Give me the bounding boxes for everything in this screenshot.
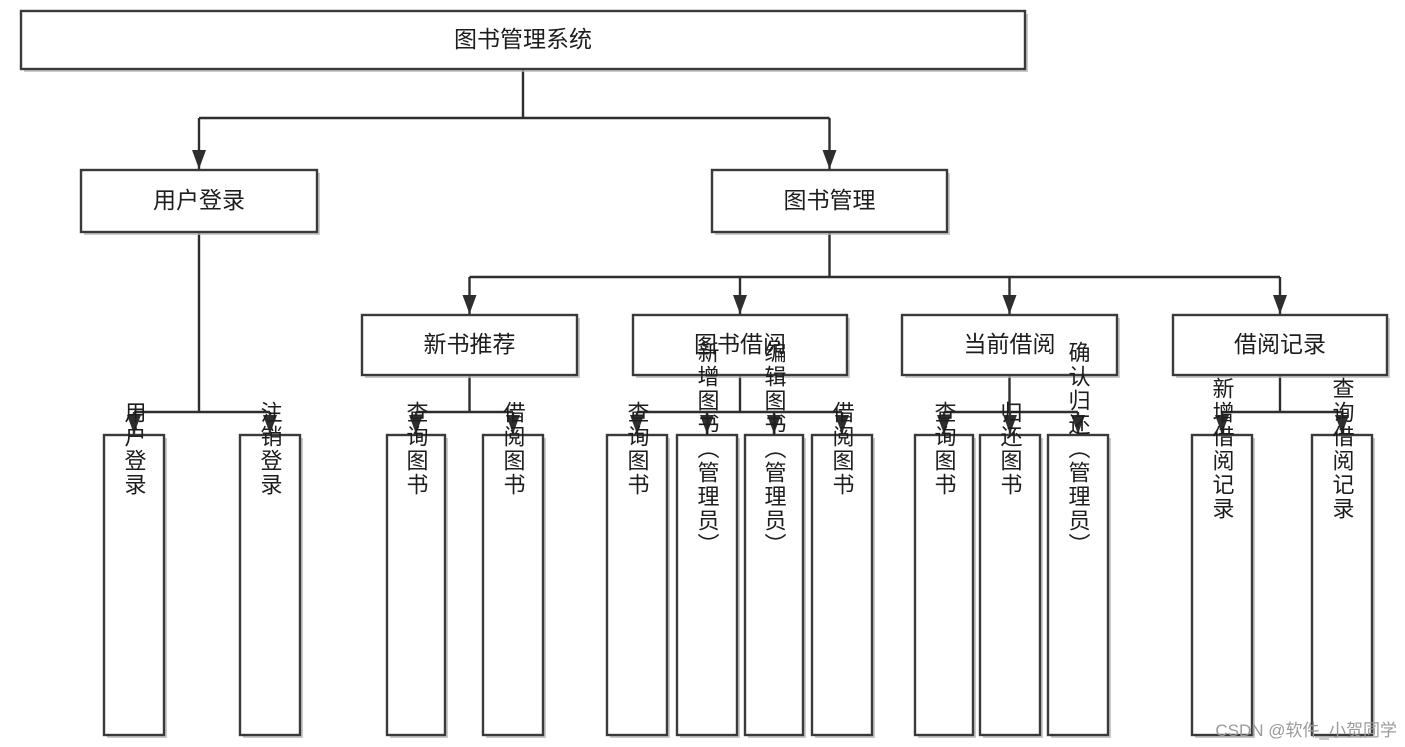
arrow-head-icon <box>630 415 644 434</box>
node-leaf-add-record[interactable]: 新增借阅记录 <box>1190 377 1255 738</box>
node-book-manage-rect[interactable] <box>710 168 949 234</box>
node-leaf-user-logout-label: 注销登录 <box>258 401 283 497</box>
node-leaf-return-book-label: 归还图书 <box>998 401 1023 497</box>
node-leaf-confirm-return[interactable]: 确认归还（管理员） <box>1046 341 1111 738</box>
node-leaf-borrow-book-2-label: 借阅图书 <box>830 401 855 497</box>
node-leaf-borrow-book-2[interactable]: 借阅图书 <box>810 401 875 738</box>
node-leaf-query-book-3-label: 查询图书 <box>932 401 957 497</box>
node-borrow-record-rect[interactable] <box>1171 313 1389 377</box>
node-leaf-query-record-label: 查询借阅记录 <box>1330 377 1355 521</box>
node-leaf-user-logout[interactable]: 注销登录 <box>238 401 303 738</box>
node-leaf-edit-book[interactable]: 编辑图书（管理员） <box>743 341 806 738</box>
node-leaf-borrow-book-2-rect[interactable] <box>810 433 874 737</box>
arrow-head-icon <box>700 415 714 434</box>
arrow-head-icon <box>263 415 277 434</box>
node-leaf-confirm-return-rect[interactable] <box>1046 433 1110 737</box>
node-root-system[interactable]: 图书管理系统 <box>19 9 1028 72</box>
node-new-book-recommend-label: 新书推荐 <box>424 331 516 357</box>
arrow-head-icon <box>767 415 781 434</box>
node-leaf-query-book-3[interactable]: 查询图书 <box>913 401 976 738</box>
node-leaf-query-record-rect[interactable] <box>1310 433 1374 737</box>
node-leaf-return-book-rect[interactable] <box>978 433 1042 737</box>
node-leaf-borrow-book-1-rect[interactable] <box>481 433 545 737</box>
node-leaf-add-book-rect[interactable] <box>675 433 739 737</box>
arrow-head-icon <box>192 150 206 169</box>
node-user-login[interactable]: 用户登录 <box>79 168 320 235</box>
node-new-book-recommend[interactable]: 新书推荐 <box>360 313 580 378</box>
arrow-head-icon <box>462 295 477 314</box>
node-leaf-return-book[interactable]: 归还图书 <box>978 401 1043 738</box>
node-layer: 图书管理系统用户登录图书管理新书推荐图书借阅当前借阅借阅记录用户登录注销登录查询… <box>19 9 1390 738</box>
node-leaf-query-book-3-rect[interactable] <box>913 433 975 737</box>
node-book-borrow-rect[interactable] <box>631 313 849 377</box>
arrow-head-icon <box>835 415 849 434</box>
node-leaf-user-logout-rect[interactable] <box>238 433 302 737</box>
node-leaf-query-book-2-label: 查询图书 <box>625 401 650 497</box>
node-leaf-edit-book-rect[interactable] <box>743 433 805 737</box>
node-leaf-edit-book-label: 编辑图书（管理员） <box>762 341 787 557</box>
node-leaf-query-book-1-rect[interactable] <box>385 433 447 737</box>
node-current-borrow-label: 当前借阅 <box>964 331 1056 357</box>
arrow-head-icon <box>409 415 423 434</box>
arrow-head-icon <box>1002 295 1017 314</box>
arrow-head-icon <box>1215 415 1229 434</box>
node-leaf-add-record-rect[interactable] <box>1190 433 1254 737</box>
node-leaf-user-login[interactable]: 用户登录 <box>102 401 167 738</box>
node-leaf-add-book[interactable]: 新增图书（管理员） <box>675 341 740 738</box>
node-current-borrow[interactable]: 当前借阅 <box>900 313 1120 378</box>
node-leaf-query-record[interactable]: 查询借阅记录 <box>1310 377 1375 738</box>
arrow-head-icon <box>822 150 837 169</box>
node-root-system-rect[interactable] <box>19 9 1027 71</box>
node-book-manage[interactable]: 图书管理 <box>710 168 950 235</box>
node-leaf-confirm-return-label: 确认归还（管理员） <box>1066 341 1091 557</box>
node-borrow-record-label: 借阅记录 <box>1234 331 1326 357</box>
node-leaf-add-record-label: 新增借阅记录 <box>1210 377 1235 521</box>
node-leaf-query-book-2[interactable]: 查询图书 <box>605 401 670 738</box>
node-user-login-rect[interactable] <box>79 168 319 234</box>
node-leaf-query-book-2-rect[interactable] <box>605 433 669 737</box>
node-book-manage-label: 图书管理 <box>784 187 876 213</box>
arrow-head-icon <box>1273 295 1287 314</box>
node-leaf-add-book-label: 新增图书（管理员） <box>695 341 720 557</box>
arrow-head-icon <box>1071 415 1085 434</box>
node-leaf-borrow-book-1-label: 借阅图书 <box>501 401 526 497</box>
arrow-head-icon <box>127 415 141 434</box>
arrow-head-icon <box>506 415 520 434</box>
connector-layer <box>127 69 1349 434</box>
node-book-borrow-label: 图书借阅 <box>694 331 786 357</box>
node-leaf-user-login-rect[interactable] <box>102 433 166 737</box>
node-user-login-label: 用户登录 <box>153 187 245 213</box>
node-leaf-query-book-1-label: 查询图书 <box>404 401 429 497</box>
arrow-head-icon <box>1003 415 1017 434</box>
node-new-book-recommend-rect[interactable] <box>360 313 579 377</box>
node-leaf-borrow-book-1[interactable]: 借阅图书 <box>481 401 546 738</box>
arrow-head-icon <box>937 415 951 434</box>
node-leaf-user-login-label: 用户登录 <box>122 401 147 497</box>
arrow-head-icon <box>733 295 747 314</box>
arrow-head-icon <box>1335 415 1349 434</box>
node-leaf-query-book-1[interactable]: 查询图书 <box>385 401 448 738</box>
node-borrow-record[interactable]: 借阅记录 <box>1171 313 1390 378</box>
node-root-system-label: 图书管理系统 <box>454 26 592 52</box>
node-book-borrow[interactable]: 图书借阅 <box>631 313 850 378</box>
node-current-borrow-rect[interactable] <box>900 313 1119 377</box>
